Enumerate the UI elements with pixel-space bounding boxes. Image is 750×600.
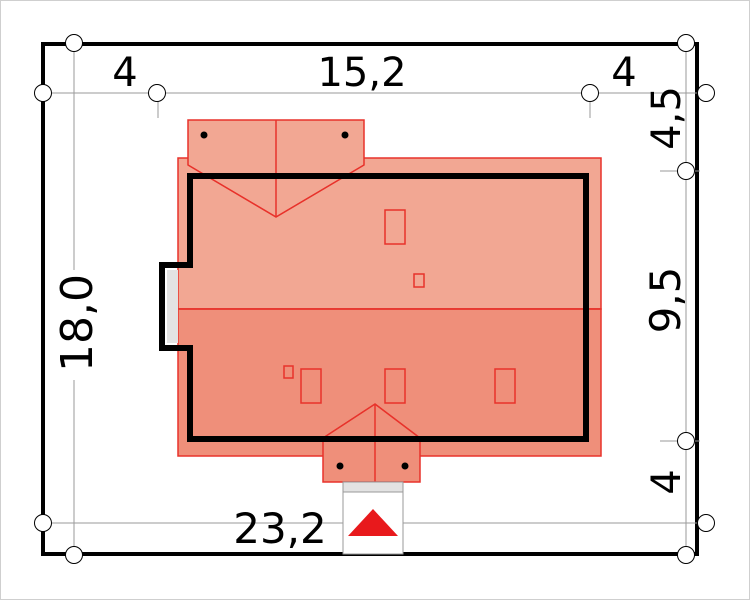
dim-bottom-offset: 4 — [644, 469, 690, 494]
skylight — [413, 273, 425, 288]
dim-top-offset: 4,5 — [644, 86, 690, 150]
skylight — [384, 209, 406, 245]
skylight — [283, 365, 294, 379]
side-entrance — [167, 270, 178, 343]
roof — [177, 119, 602, 483]
house-walls — [159, 173, 589, 442]
dim-right-offset: 4 — [611, 50, 636, 96]
dim-plot-depth: 18,0 — [52, 274, 103, 372]
skylight — [384, 368, 406, 404]
entrance-arrow-icon — [348, 509, 398, 536]
dim-house-depth: 9,5 — [641, 267, 690, 334]
point-markers — [34, 34, 715, 564]
markers — [200, 131, 409, 470]
dim-left-offset: 4 — [112, 50, 137, 96]
skylight — [494, 368, 516, 404]
dim-plot-width: 23,2 — [233, 504, 327, 553]
skylight — [300, 368, 322, 404]
dim-house-width: 15,2 — [317, 50, 406, 96]
